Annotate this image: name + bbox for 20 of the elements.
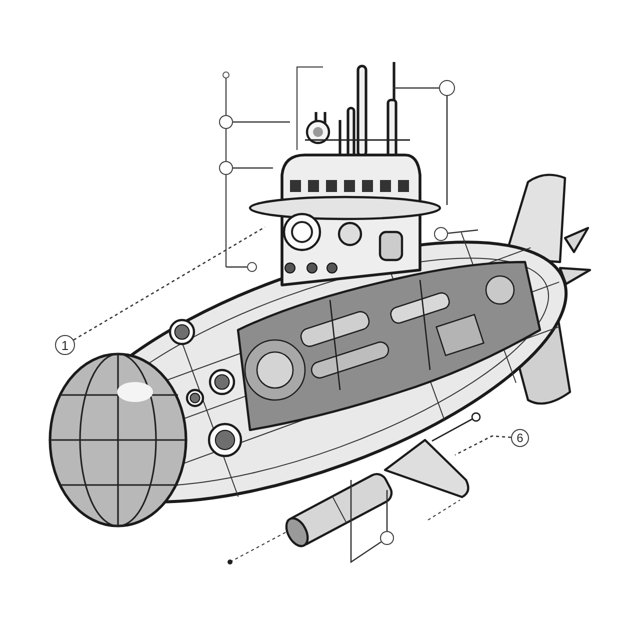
leader-line — [386, 490, 388, 531]
leader-line — [350, 480, 382, 564]
leader-line — [233, 121, 290, 123]
leader-line — [73, 226, 266, 340]
callout-circle — [380, 531, 394, 545]
leader-line — [448, 229, 478, 234]
callout-circle — [247, 262, 257, 272]
callout-number: 1 — [61, 338, 69, 352]
leader-line — [454, 435, 512, 456]
leader-line — [446, 96, 448, 205]
callout-circle — [219, 115, 233, 129]
leader-line — [226, 266, 247, 268]
callout-circle — [439, 80, 455, 96]
callout-circle — [434, 227, 448, 241]
leader-line — [393, 87, 439, 89]
callout-circle — [219, 161, 233, 175]
callout-circle — [55, 335, 75, 355]
leader-line — [233, 167, 273, 169]
callout-circle — [511, 429, 529, 447]
callout-number: 6 — [516, 432, 524, 444]
